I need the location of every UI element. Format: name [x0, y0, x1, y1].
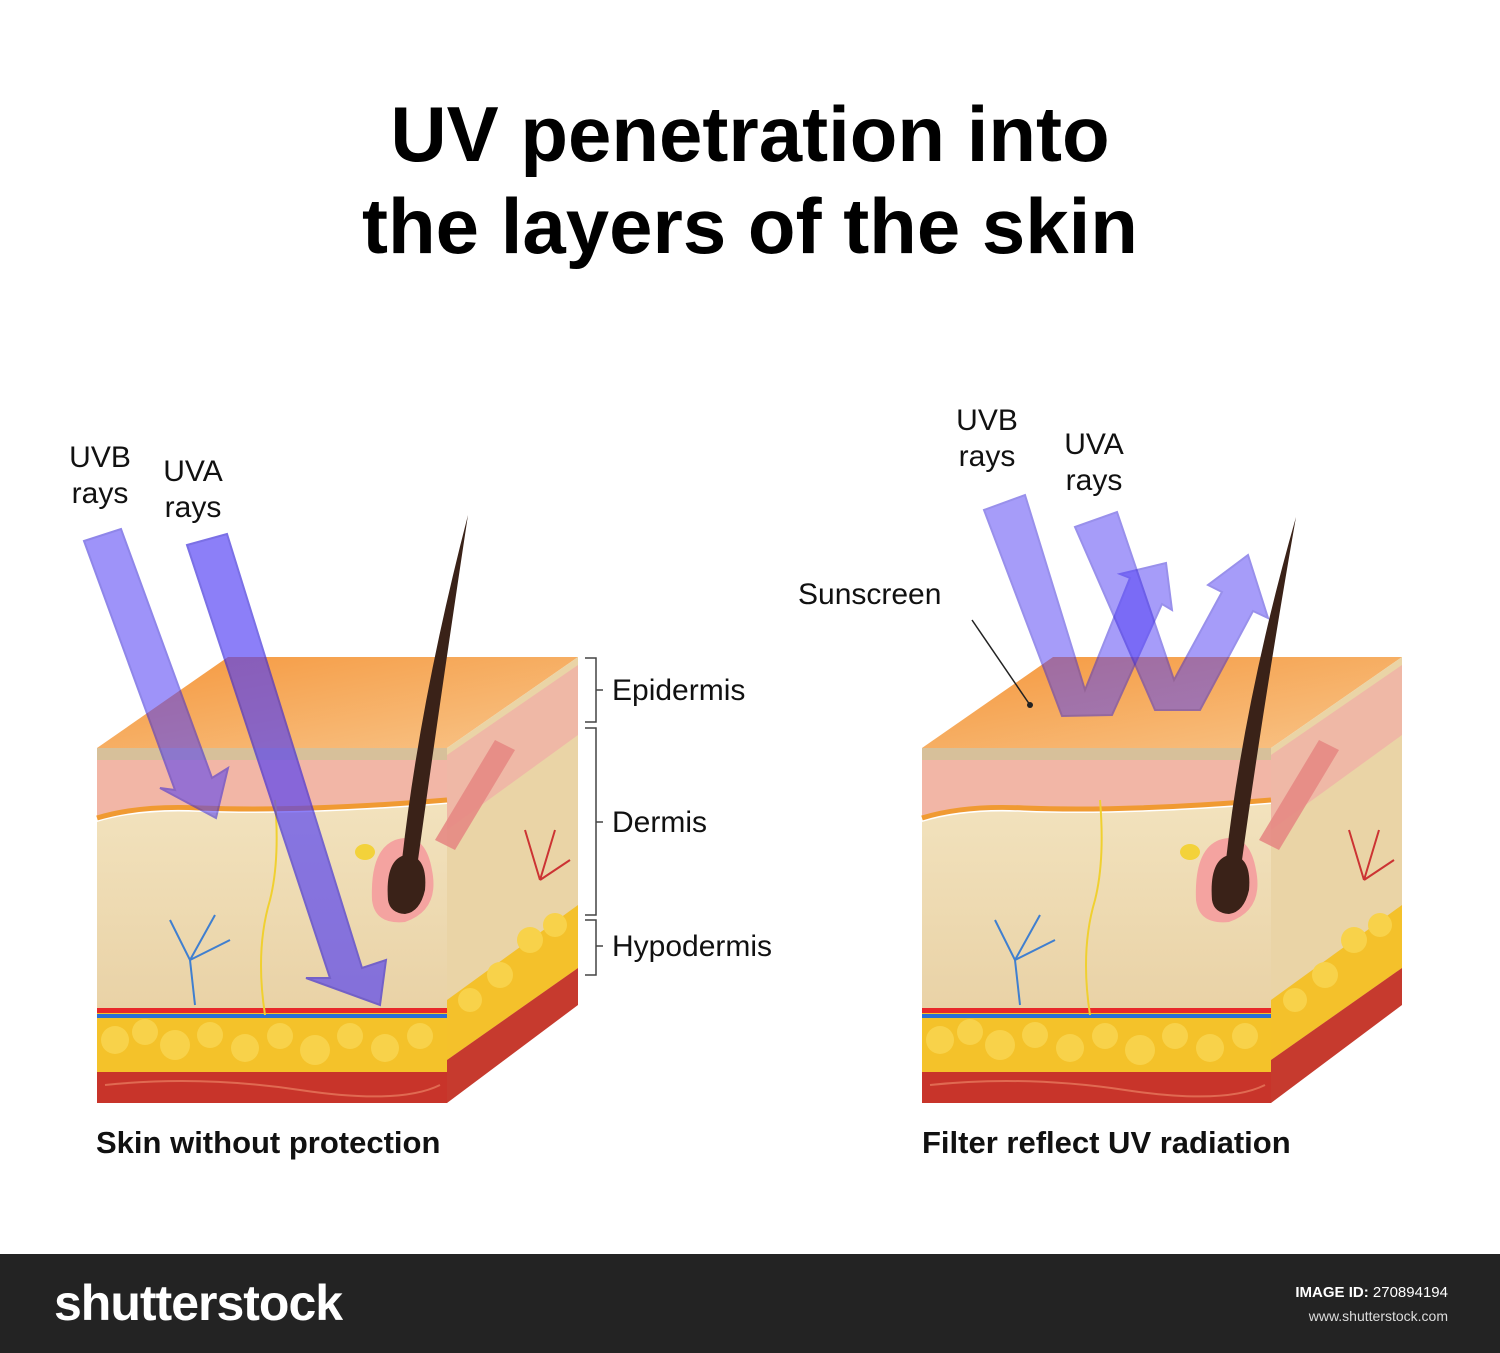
uva-reflected-arrow-right — [1073, 510, 1270, 711]
image-id-value: 270894194 — [1372, 1284, 1448, 1301]
skin-diagram — [82, 493, 1402, 1103]
skin-block-left — [96, 515, 578, 1103]
image-id: IMAGE ID: 270894194 — [1295, 1284, 1448, 1301]
caption-left: Skin without protection — [96, 1125, 441, 1160]
uva-label-right-line1: UVA — [1064, 428, 1124, 461]
diagram-title-line-1: UV penetration into — [390, 90, 1110, 178]
uvb-label-left-line2: rays — [71, 477, 129, 510]
hair-right — [1226, 517, 1296, 860]
layer-brackets — [585, 657, 603, 976]
footer-bar: shutterstock IMAGE ID: 270894194 www.shu… — [0, 1254, 1500, 1353]
uvb-arrow-left — [82, 527, 230, 820]
caption-right: Filter reflect UV radiation — [922, 1125, 1291, 1160]
hair-left — [402, 515, 468, 860]
uva-label-right-line2: rays — [1065, 464, 1123, 497]
uvb-label-right-line1: UVB — [956, 404, 1018, 437]
dermis-label: Dermis — [612, 806, 707, 839]
epidermis-label: Epidermis — [612, 674, 746, 707]
sunscreen-label: Sunscreen — [798, 578, 942, 611]
diagram-title-line-2: the layers of the skin — [362, 182, 1138, 270]
site-url: www.shutterstock.com — [1308, 1308, 1448, 1324]
sunscreen-pointer — [971, 619, 1031, 706]
uvb-label-right: UVB rays — [942, 403, 1032, 475]
hypodermis-label: Hypodermis — [612, 930, 773, 963]
uvb-reflected-arrow-right — [982, 493, 1174, 718]
uva-label-left-line2: rays — [164, 491, 222, 524]
brand-logo: shutterstock — [54, 1275, 343, 1331]
skin-block-right — [921, 517, 1402, 1103]
uvb-label-right-line2: rays — [958, 440, 1016, 473]
uva-label-left-line1: UVA — [163, 455, 223, 488]
image-id-label: IMAGE ID: — [1295, 1284, 1369, 1301]
uva-label-right: UVA rays — [1049, 427, 1139, 499]
uvb-label-left-line1: UVB — [69, 441, 131, 474]
uva-label-left: UVA rays — [148, 454, 238, 526]
uva-arrow-left — [185, 532, 388, 1007]
uvb-label-left: UVB rays — [55, 440, 145, 512]
